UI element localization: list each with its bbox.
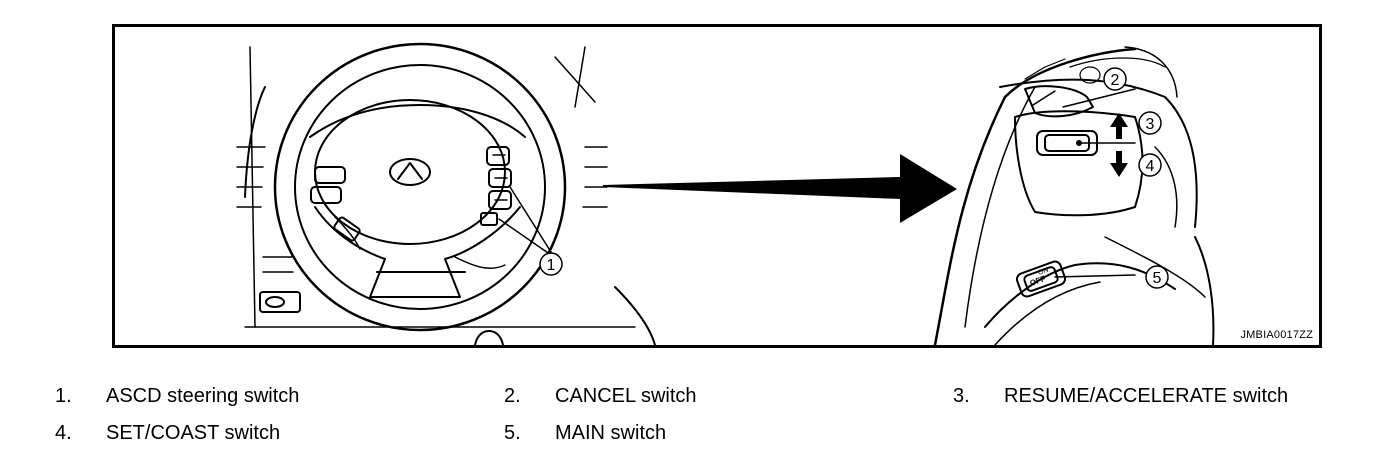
legend-number: 4.	[55, 422, 72, 444]
legend-number: 2.	[504, 385, 521, 407]
dashboard-outline	[236, 46, 656, 345]
legend-label: ASCD steering switch	[106, 385, 300, 407]
callout-2: 2	[1103, 67, 1127, 91]
steering-wheel-diagram: ON OFF 1 2 3 4 5	[236, 42, 1215, 345]
legend-number: 5.	[504, 422, 521, 444]
legend-label: SET/COAST switch	[106, 422, 281, 444]
figure-code: JMBIA0017ZZ	[1240, 329, 1313, 341]
callout-3: 3	[1138, 111, 1162, 135]
svg-text:3: 3	[1146, 116, 1155, 133]
svg-text:5: 5	[1153, 270, 1162, 287]
svg-text:1: 1	[547, 257, 556, 274]
figure-frame: ON OFF 1 2 3 4 5 JMB	[112, 24, 1322, 348]
arrow-right-icon	[603, 154, 957, 223]
svg-text:2: 2	[1111, 72, 1120, 89]
main-switch-on-label: ON	[1037, 267, 1049, 277]
legend-label: RESUME/ACCELERATE switch	[1004, 385, 1289, 407]
legend-label: CANCEL switch	[555, 385, 697, 407]
legend-label: MAIN switch	[555, 422, 667, 444]
callout-1: 1	[539, 252, 563, 276]
legend-number: 1.	[55, 385, 72, 407]
steering-wheel-closeup	[933, 46, 1215, 345]
legend-number: 3.	[953, 385, 970, 407]
steering-wheel	[273, 42, 567, 332]
arrow-down-icon	[1110, 151, 1128, 177]
arrow-up-icon	[1110, 113, 1128, 139]
svg-text:4: 4	[1146, 158, 1155, 175]
callout-4: 4	[1138, 153, 1162, 177]
callout-5: 5	[1145, 265, 1169, 289]
